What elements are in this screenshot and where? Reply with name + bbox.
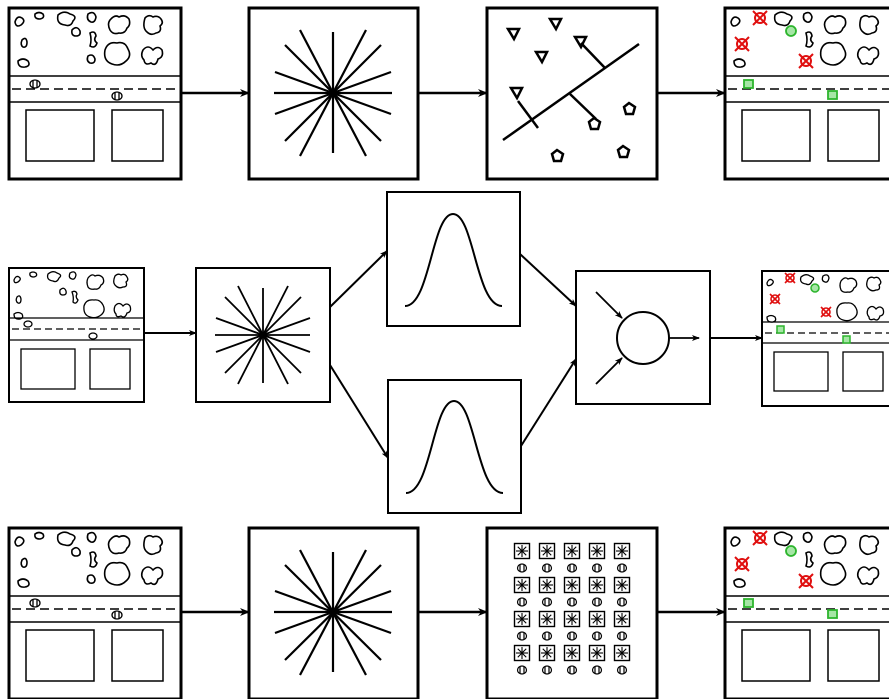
patch-starburst-icon — [513, 542, 531, 560]
patch-cell-icon — [541, 665, 553, 675]
patch-starburst-icon — [613, 576, 631, 594]
patch-cell-icon — [616, 563, 628, 573]
starburst-icon — [215, 285, 311, 385]
patch-starburst-icon — [613, 644, 631, 662]
reject-mark-icon — [769, 272, 832, 318]
gaussian-model-upper-panel — [386, 191, 521, 327]
patch-starburst-icon — [613, 542, 631, 560]
patch-cell-icon — [516, 665, 528, 675]
starburst-icon — [274, 29, 392, 157]
patch-starburst-icon — [538, 610, 556, 628]
reject-mark-icon — [734, 10, 814, 69]
feature-extraction-panel — [247, 526, 420, 699]
patch-cell-icon — [616, 631, 628, 641]
patch-cell-icon — [566, 597, 578, 607]
patch-grid-panel — [485, 526, 659, 699]
input-image-panel — [7, 6, 183, 181]
patch-starburst-icon — [538, 542, 556, 560]
gaussian-curve-icon — [405, 399, 504, 494]
patch-starburst-icon — [563, 644, 581, 662]
accept-mark-icon — [743, 25, 838, 100]
patch-grid-icon — [513, 542, 631, 675]
patch-cell-icon — [541, 563, 553, 573]
starburst-icon — [274, 549, 392, 676]
patch-starburst-icon — [563, 542, 581, 560]
patch-cell-icon — [616, 665, 628, 675]
patch-cell-icon — [566, 563, 578, 573]
row-3 — [7, 526, 889, 699]
patch-cell-icon — [516, 563, 528, 573]
patch-cell-icon — [566, 631, 578, 641]
patch-cell-icon — [591, 563, 603, 573]
gaussian-curve-icon — [404, 212, 503, 307]
hyperplane-icon — [502, 42, 640, 142]
patch-starburst-icon — [588, 576, 606, 594]
reject-mark-icon — [734, 530, 814, 589]
accept-mark-icon — [743, 545, 838, 619]
patch-starburst-icon — [538, 576, 556, 594]
patch-starburst-icon — [588, 542, 606, 560]
patch-cell-icon — [541, 631, 553, 641]
patch-cell-icon — [591, 631, 603, 641]
input-image-panel — [8, 267, 145, 403]
row-2 — [8, 191, 889, 514]
patch-starburst-icon — [538, 644, 556, 662]
patch-starburst-icon — [588, 610, 606, 628]
classified-output-panel — [761, 270, 889, 407]
linear-classifier-panel — [485, 6, 659, 181]
arrow — [329, 364, 389, 459]
patch-starburst-icon — [563, 610, 581, 628]
patch-cell-icon — [591, 597, 603, 607]
patch-starburst-icon — [613, 610, 631, 628]
patch-cell-icon — [541, 597, 553, 607]
patch-cell-icon — [516, 597, 528, 607]
input-image-panel — [7, 526, 183, 699]
patch-cell-icon — [591, 665, 603, 675]
accept-mark-icon — [776, 283, 851, 344]
circle-node-icon — [616, 311, 670, 365]
patch-starburst-icon — [513, 610, 531, 628]
arrow — [329, 250, 388, 308]
blob-icon — [14, 11, 164, 68]
pentagon-marker-icon — [550, 101, 637, 163]
patch-cell-icon — [516, 631, 528, 641]
feature-extraction-panel — [247, 6, 420, 181]
gaussian-model-lower-panel — [387, 379, 522, 514]
patch-starburst-icon — [513, 644, 531, 662]
patch-cell-icon — [616, 597, 628, 607]
row-1 — [7, 6, 889, 181]
triangle-marker-icon — [505, 17, 589, 101]
classified-output-panel — [723, 6, 889, 181]
cell-icon — [29, 79, 123, 101]
arrow — [519, 253, 577, 307]
patch-starburst-icon — [513, 576, 531, 594]
patch-cell-icon — [566, 665, 578, 675]
arrow — [520, 358, 577, 447]
feature-extraction-panel — [195, 267, 331, 403]
combination-node-panel — [575, 270, 711, 405]
classified-output-panel — [723, 526, 889, 699]
patch-starburst-icon — [588, 644, 606, 662]
patch-starburst-icon — [563, 576, 581, 594]
